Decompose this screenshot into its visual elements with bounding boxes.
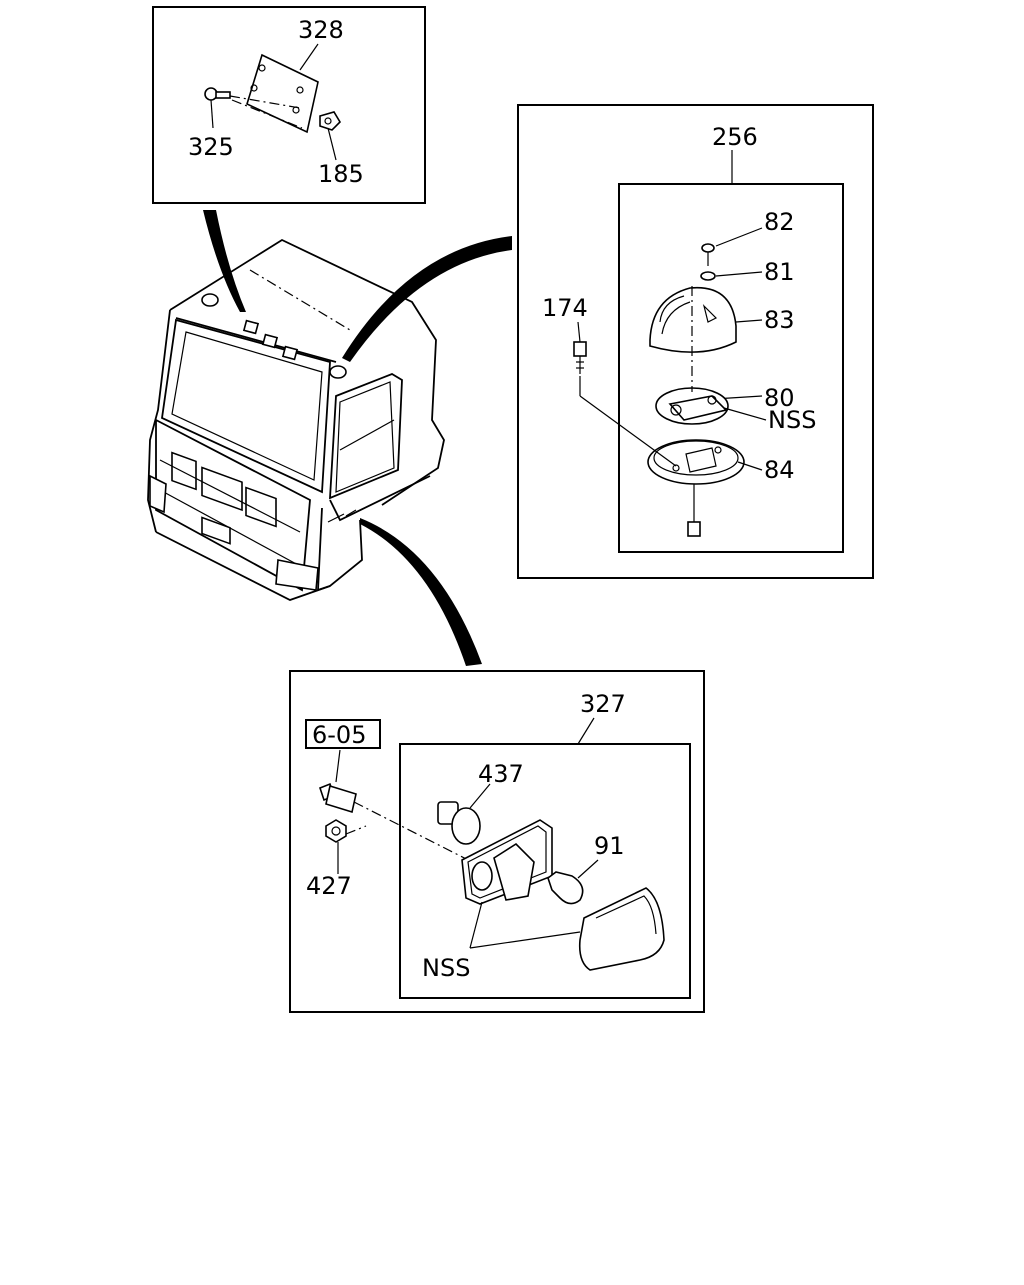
- label-6-05: 6-05: [312, 721, 366, 749]
- washer-81: [700, 271, 716, 281]
- label-427: 427: [306, 872, 352, 900]
- label-174: 174: [542, 294, 588, 322]
- label-82: 82: [764, 208, 795, 236]
- label-327: 327: [580, 690, 626, 718]
- detail-box-side-lamp: 327 6-05 427 437: [289, 670, 705, 1013]
- roof-marker-3: [281, 345, 299, 361]
- label-91: 91: [594, 832, 625, 860]
- roof-lamp-left: [201, 293, 219, 307]
- roof-marker-2: [261, 333, 279, 349]
- label-nss-256: NSS: [768, 406, 816, 434]
- bolt-6-05: [319, 782, 357, 814]
- clip-185: [319, 111, 342, 131]
- bulb-91: [547, 871, 584, 905]
- base-84: [647, 439, 745, 537]
- socket-nss: [655, 387, 729, 425]
- lens-83: [649, 286, 737, 353]
- bolt-174: [573, 341, 587, 374]
- label-185: 185: [318, 160, 364, 188]
- roof-marker-1: [242, 319, 260, 335]
- screw-325: [204, 87, 231, 101]
- label-81: 81: [764, 258, 795, 286]
- truck-cab-illustration: [147, 238, 445, 601]
- lamp-housing-nss: [461, 819, 553, 905]
- pointer-to-roof-bracket: [203, 210, 246, 312]
- socket-437: [437, 801, 481, 845]
- label-nss-327: NSS: [422, 954, 470, 982]
- label-256: 256: [712, 123, 758, 151]
- screw-82: [701, 243, 715, 266]
- nut-427: [325, 819, 347, 843]
- lens-cover-nss: [578, 887, 665, 971]
- pointer-to-side-lamp: [360, 518, 482, 666]
- label-437: 437: [478, 760, 524, 788]
- bracket-plate-328: [246, 53, 319, 134]
- label-83: 83: [764, 306, 795, 334]
- pointer-to-roof-lamp: [342, 236, 512, 362]
- detail-box-roof-lamp: 256 82 81 83 80 NSS: [517, 104, 874, 579]
- label-325: 325: [188, 133, 234, 161]
- roof-lamp-right: [329, 365, 347, 379]
- detail-box-roof-bracket: 328 325 185: [152, 6, 426, 204]
- reference-box-6-05: [305, 719, 381, 749]
- label-80: 80: [764, 384, 795, 412]
- label-84: 84: [764, 456, 795, 484]
- label-328: 328: [298, 16, 344, 44]
